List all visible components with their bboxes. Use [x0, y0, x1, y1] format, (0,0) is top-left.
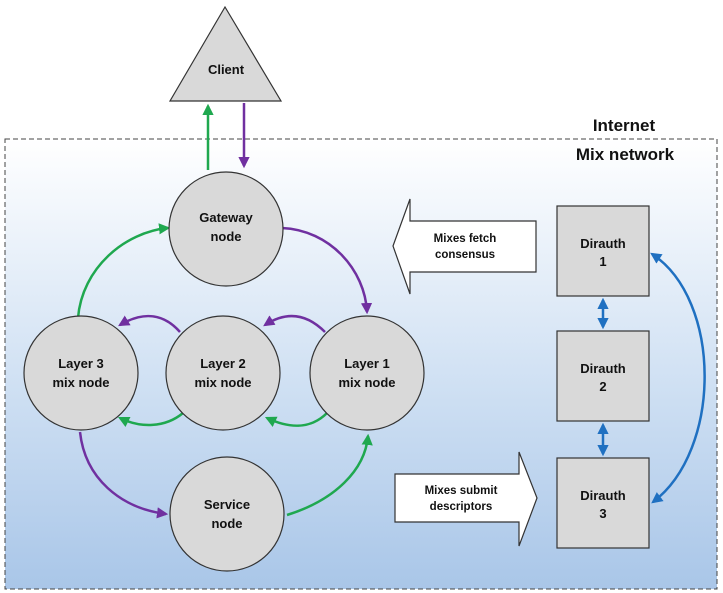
- layer1-node: Layer 1 mix node: [309, 315, 425, 431]
- layer2-node: Layer 2 mix node: [165, 315, 281, 431]
- gateway-label-line1: Gateway: [199, 210, 253, 225]
- mix-network-label: Mix network: [576, 145, 675, 164]
- dirauth-3-label-line2: 3: [599, 506, 606, 521]
- service-label-line1: Service: [204, 497, 250, 512]
- submit-label-line1: Mixes submit: [425, 485, 498, 497]
- dirauth-2-box: Dirauth 2: [556, 330, 650, 422]
- layer1-to-layer2-return-edge: [264, 412, 328, 427]
- layer2-to-layer3-return-edge: [117, 412, 184, 428]
- gateway-node: Gateway node: [168, 171, 284, 287]
- layer3-label-line1: Layer 3: [58, 356, 104, 371]
- dirauth-1-label-line1: Dirauth: [580, 236, 626, 251]
- layer1-label-line1: Layer 1: [344, 356, 390, 371]
- layer3-label-line2: mix node: [52, 375, 109, 390]
- layer1-label-line2: mix node: [338, 375, 395, 390]
- fetch-label-line2: consensus: [435, 249, 495, 261]
- client-label: Client: [208, 62, 245, 77]
- dirauth-3-label-line1: Dirauth: [580, 488, 626, 503]
- service-label-line2: node: [211, 516, 242, 531]
- submit-label-line2: descriptors: [430, 501, 493, 513]
- gateway-label-line2: node: [210, 229, 241, 244]
- service-to-layer1-edge: [286, 433, 373, 517]
- layer2-label-line2: mix node: [194, 375, 251, 390]
- layer1-to-layer2-edge: [263, 314, 326, 333]
- layer3-to-gateway-edge: [76, 223, 171, 319]
- dirauth-1-label-line2: 1: [599, 254, 606, 269]
- layer3-to-service-edge: [78, 431, 169, 519]
- fetch-label-line1: Mixes fetch: [434, 233, 497, 245]
- internet-label: Internet: [593, 116, 656, 135]
- submit-descriptors-arrow: Mixes submit descriptors: [394, 451, 538, 547]
- dirauth-2-label-line1: Dirauth: [580, 361, 626, 376]
- dirauth-3-box: Dirauth 3: [556, 457, 650, 549]
- layer2-label-line1: Layer 2: [200, 356, 246, 371]
- service-node: Service node: [169, 456, 285, 572]
- dirauth-1-box: Dirauth 1: [556, 205, 650, 297]
- dirauth-1-3-edge: [650, 252, 706, 504]
- gateway-to-layer1-edge: [281, 226, 373, 315]
- layer2-to-layer3-edge: [118, 314, 181, 333]
- fetch-consensus-arrow: Mixes fetch consensus: [392, 198, 537, 295]
- client-node: Client: [168, 5, 283, 102]
- layer3-node: Layer 3 mix node: [23, 315, 139, 431]
- dirauth-2-label-line2: 2: [599, 379, 606, 394]
